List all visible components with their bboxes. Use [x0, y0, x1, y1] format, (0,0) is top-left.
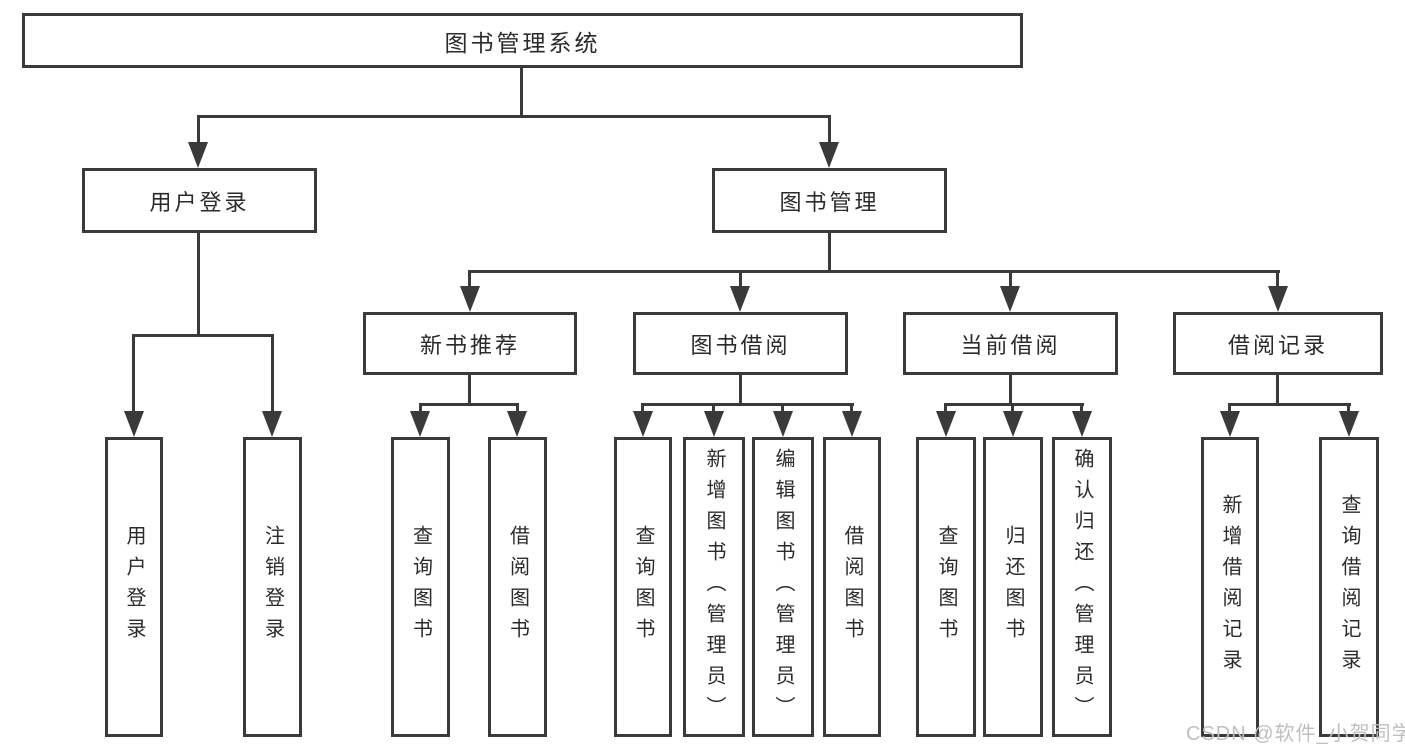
- leaf-br-add-record: 新增借阅记录: [1201, 437, 1259, 737]
- connector-stem-leaf-logout: [271, 334, 274, 413]
- leaf-bb-borrow-book: 借阅图书: [823, 437, 881, 737]
- connector-stem-nb-borrow: [516, 403, 519, 415]
- connector-stem-book-management: [828, 115, 831, 145]
- leaf-cb-confirm-return: 确认归还（管理员）: [1052, 437, 1112, 737]
- connector-bb-split: [641, 403, 854, 406]
- connector-nb-split: [419, 403, 519, 406]
- arrow-down-icon: [1339, 411, 1359, 437]
- arrow-down-icon: [262, 411, 282, 437]
- connector-cb-drop: [1009, 375, 1012, 406]
- arrow-down-icon: [1220, 411, 1240, 437]
- node-root: 图书管理系统: [22, 13, 1023, 68]
- connector-stem-bb-query: [641, 403, 644, 415]
- leaf-br-query-record: 查询借阅记录: [1319, 437, 1379, 737]
- connector-book-management-drop: [828, 233, 831, 273]
- connector-br-split: [1228, 403, 1351, 406]
- arrow-down-icon: [704, 411, 724, 437]
- connector-stem-cb-query: [944, 403, 947, 415]
- connector-stem-new-book-recommend: [468, 270, 471, 290]
- arrow-down-icon: [1000, 286, 1020, 312]
- leaf-cb-query-book: 查询图书: [916, 437, 976, 737]
- connector-stem-user-login: [197, 115, 200, 145]
- arrow-down-icon: [507, 411, 527, 437]
- connector-stem-book-borrow: [739, 270, 742, 290]
- leaf-nb-query-book: 查询图书: [391, 437, 450, 737]
- arrow-down-icon: [460, 286, 480, 312]
- arrow-down-icon: [124, 411, 144, 437]
- leaf-bb-add-book: 新增图书（管理员）: [683, 437, 745, 737]
- arrow-down-icon: [730, 286, 750, 312]
- arrow-down-icon: [633, 411, 653, 437]
- arrow-down-icon: [773, 411, 793, 437]
- arrow-down-icon: [1072, 411, 1092, 437]
- connector-stem-br-query: [1347, 403, 1350, 415]
- connector-stem-bb-edit: [781, 403, 784, 415]
- connector-stem-cb-confirm: [1080, 403, 1083, 415]
- arrow-down-icon: [842, 411, 862, 437]
- arrow-down-icon: [819, 142, 839, 168]
- connector-root-split: [197, 115, 831, 118]
- connector-user-login-split: [132, 334, 274, 337]
- arrow-down-icon: [410, 411, 430, 437]
- leaf-nb-borrow-book: 借阅图书: [488, 437, 547, 737]
- arrow-down-icon: [188, 142, 208, 168]
- connector-stem-leaf-user-login: [132, 334, 135, 413]
- connector-user-login-drop: [197, 233, 200, 336]
- node-book-borrow: 图书借阅: [633, 312, 848, 375]
- connector-root-drop: [520, 68, 523, 118]
- leaf-bb-edit-book: 编辑图书（管理员）: [752, 437, 814, 737]
- node-book-management: 图书管理: [712, 168, 947, 233]
- arrow-down-icon: [936, 411, 956, 437]
- connector-stem-cb-return: [1011, 403, 1014, 415]
- leaf-user-login: 用户登录: [105, 437, 163, 737]
- watermark: CSDN @软件_小贺同学: [1186, 723, 1405, 745]
- connector-stem-bb-borrow: [850, 403, 853, 415]
- arrow-down-icon: [1268, 286, 1288, 312]
- connector-br-drop: [1276, 375, 1279, 406]
- node-borrow-record: 借阅记录: [1173, 312, 1383, 375]
- connector-level3-split: [468, 270, 1280, 273]
- node-current-borrow: 当前借阅: [903, 312, 1118, 375]
- connector-stem-current-borrow: [1009, 270, 1012, 290]
- leaf-logout: 注销登录: [243, 437, 302, 737]
- leaf-bb-query-book: 查询图书: [614, 437, 672, 737]
- connector-stem-bb-add: [712, 403, 715, 415]
- connector-stem-nb-query: [419, 403, 422, 415]
- connector-nb-drop: [468, 375, 471, 406]
- connector-cb-split: [944, 403, 1084, 406]
- connector-stem-br-add: [1228, 403, 1231, 415]
- connector-bb-drop: [739, 375, 742, 406]
- arrow-down-icon: [1003, 411, 1023, 437]
- connector-stem-borrow-record: [1276, 270, 1279, 290]
- leaf-cb-return-book: 归还图书: [983, 437, 1043, 737]
- node-new-book-recommend: 新书推荐: [363, 312, 577, 375]
- node-user-login: 用户登录: [82, 168, 317, 233]
